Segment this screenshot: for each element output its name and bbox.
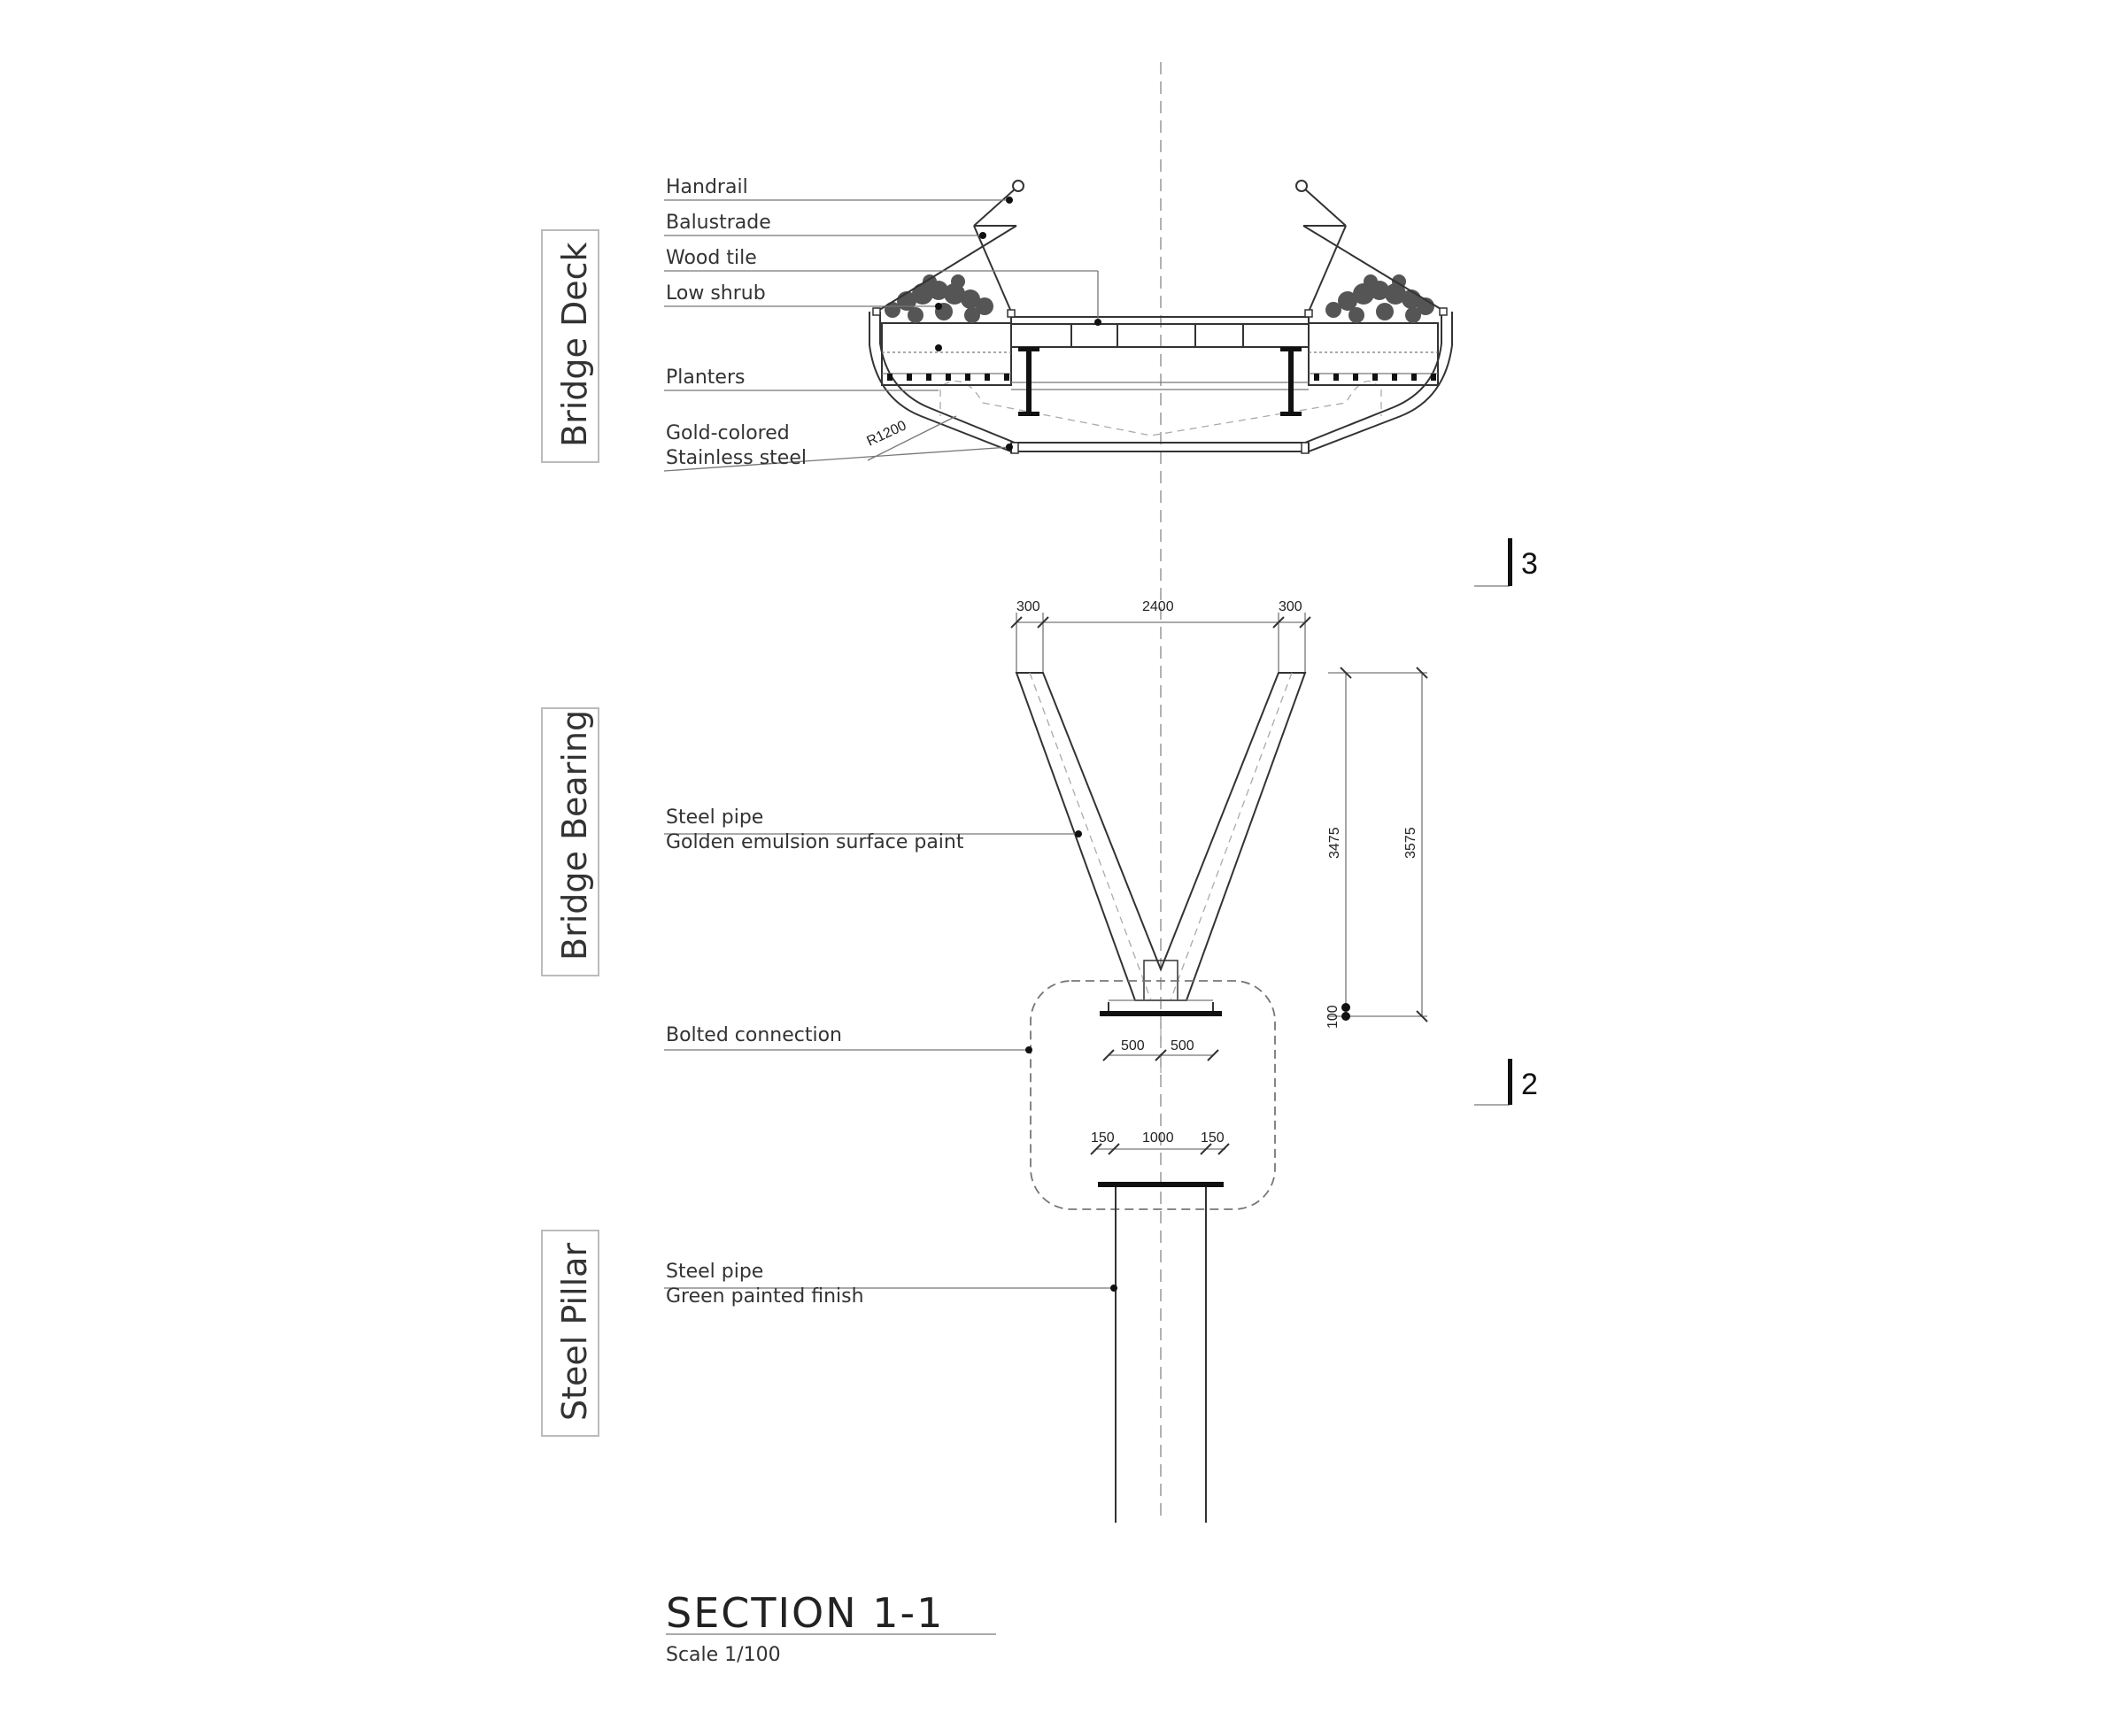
bearing-base-plate [1100, 1011, 1222, 1016]
bearing-side-label: Bridge Bearing [555, 710, 594, 961]
deck-hull-inner [879, 312, 1442, 444]
i-beam-right [1280, 347, 1302, 416]
radius-label: R1200 [865, 418, 909, 449]
dim-flange-right: 150 [1201, 1130, 1225, 1146]
drawing-scale: Scale 1/100 [666, 1644, 781, 1666]
deck-label-box [541, 229, 599, 463]
section-mark-3: 3 [1521, 547, 1538, 581]
callout-gold-colored: Gold-colored [666, 422, 790, 444]
balustrade-left [876, 225, 1017, 312]
bolted-connection-box [1030, 980, 1276, 1210]
dim-flange-mid: 1000 [1142, 1130, 1174, 1146]
callout-stainless-steel: Stainless steel [666, 447, 807, 469]
dim-top-right: 300 [1279, 599, 1302, 614]
section-mark-3-bar [1508, 538, 1512, 586]
wood-tile-deck [1010, 316, 1310, 348]
planter-left [881, 322, 1012, 386]
dim-flange-left: 150 [1091, 1130, 1115, 1146]
low-shrub-left [885, 274, 993, 323]
i-beam-left [1018, 347, 1039, 416]
deck-hull-outer [869, 312, 1453, 452]
drawing-title: SECTION 1-1 [666, 1589, 944, 1637]
deck-leaders [663, 197, 1101, 472]
section-mark-2: 2 [1521, 1068, 1538, 1101]
callout-bolted-connection: Bolted connection [666, 1024, 842, 1046]
dim-top-left: 300 [1016, 599, 1040, 614]
callout-golden-paint: Golden emulsion surface paint [666, 831, 964, 853]
bridge-deck [869, 180, 1453, 454]
handrail-left [973, 187, 1017, 227]
dim-height-inner: 3475 [1327, 827, 1342, 859]
section-mark-2-bar [1508, 1059, 1512, 1105]
callout-wood-tile: Wood tile [666, 247, 757, 269]
callout-planters: Planters [666, 366, 745, 389]
balustrade-right [1302, 225, 1446, 312]
bearing-label-box [541, 707, 599, 976]
pillar-side-label: Steel Pillar [555, 1243, 594, 1421]
low-shrub-right [1325, 274, 1434, 323]
bridge-bearing [1010, 613, 1428, 1210]
pillar-flange-plate [1098, 1182, 1224, 1187]
hull-joint-right [1301, 442, 1310, 454]
callout-balustrade: Balustrade [666, 212, 771, 234]
drain-pipe [942, 380, 1378, 436]
dim-plate-left: 500 [1121, 1038, 1145, 1053]
planter-right [1308, 322, 1439, 386]
callout-green-finish: Green painted finish [666, 1285, 864, 1308]
steel-pillar [1115, 1187, 1207, 1523]
dim-top-mid: 2400 [1142, 599, 1174, 614]
callout-bearing-steel-pipe: Steel pipe [666, 806, 763, 829]
bearing-v-legs [1015, 672, 1307, 1001]
callout-low-shrub: Low shrub [666, 282, 766, 305]
handrail-right [1302, 187, 1347, 227]
dim-plate-right: 500 [1171, 1038, 1194, 1053]
pillar-label-box [541, 1230, 599, 1437]
callout-pillar-steel-pipe: Steel pipe [666, 1261, 763, 1283]
dim-base-gap: 100 [1325, 1005, 1341, 1029]
callout-handrail: Handrail [666, 176, 748, 198]
dim-height-outer: 3575 [1403, 827, 1418, 859]
deck-side-label: Bridge Deck [555, 243, 594, 448]
